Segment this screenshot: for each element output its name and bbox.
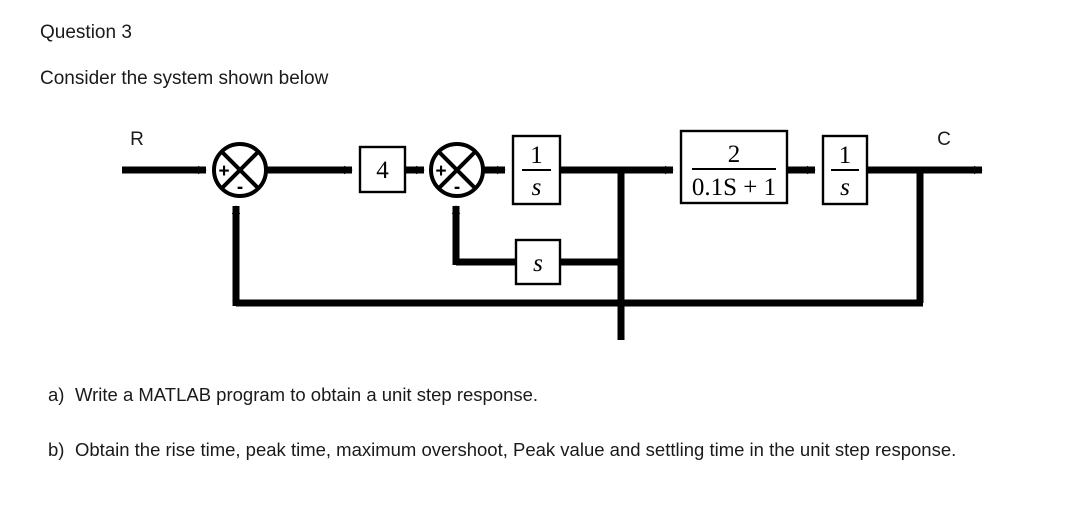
block-lag: 2 0.1S + 1	[679, 129, 789, 205]
output-label-c: C	[937, 129, 951, 150]
block-integrator-1-numerator: 1	[530, 142, 543, 169]
block-inner-feedback-label: s	[533, 250, 543, 277]
block-integrator-1-denominator: s	[532, 174, 542, 201]
sum1-plus-sign: +	[218, 161, 229, 182]
page-title: Question 3	[40, 22, 132, 43]
intro-text: Consider the system shown below	[40, 68, 329, 89]
sum2-minus-sign: -	[454, 177, 460, 198]
block-inner-feedback: s	[514, 238, 562, 286]
question-parts-list: a) Write a MATLAB program to obtain a un…	[0, 380, 1065, 464]
question-part-b: b) Obtain the rise time, peak time, maxi…	[0, 435, 1065, 464]
sum-junction-1: + -	[212, 142, 268, 198]
block-integrator-2-numerator: 1	[839, 142, 852, 169]
question-part-b-marker: b)	[48, 439, 65, 460]
block-lag-numerator: 2	[728, 141, 741, 168]
block-integrator-2-denominator: s	[840, 174, 850, 201]
block-integrator-1: 1 s	[511, 134, 562, 206]
input-label-r: R	[130, 129, 144, 150]
sum2-plus-sign: +	[435, 161, 446, 182]
sum-junction-2: + -	[429, 142, 485, 198]
block-gain: 4	[358, 145, 407, 194]
question-part-a: a) Write a MATLAB program to obtain a un…	[0, 380, 1065, 409]
question-part-b-text: Obtain the rise time, peak time, maximum…	[75, 439, 957, 460]
block-integrator-2: 1 s	[821, 134, 869, 206]
block-lag-denominator: 0.1S + 1	[692, 174, 776, 201]
question-part-a-text: Write a MATLAB program to obtain a unit …	[75, 384, 539, 405]
block-diagram-figure: + - 4 + - 1 s	[0, 110, 1065, 340]
block-gain-label: 4	[376, 157, 389, 184]
sum1-minus-sign: -	[237, 177, 243, 198]
signal-paths	[122, 165, 983, 340]
block-diagram-svg: + - 4 + - 1 s	[122, 129, 983, 340]
question-part-a-marker: a)	[48, 384, 65, 405]
